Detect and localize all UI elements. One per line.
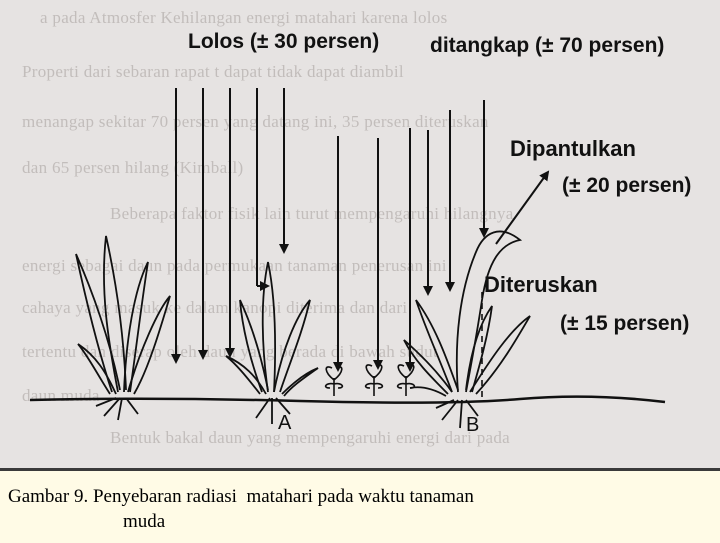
background-text-line: dan 65 persen hilang (Kimball) <box>22 158 244 177</box>
label-dipantulkan: Dipantulkan <box>510 136 636 161</box>
caption-bar: Gambar 9. Penyebaran radiasi matahari pa… <box>0 468 720 543</box>
background-text-line: energi sebagai daun pada permukaan tanam… <box>22 256 447 275</box>
grass-plant-left <box>75 235 171 421</box>
label-diteruskan-percent: (± 15 persen) <box>560 312 690 335</box>
caption-line-2: muda <box>123 510 166 532</box>
soil-line <box>29 395 666 404</box>
figure-caption: Gambar 9. Penyebaran radiasi matahari pa… <box>8 485 474 534</box>
label-lolos: Lolos (± 30 persen) <box>188 30 380 53</box>
scanned-figure: a pada Atmosfer Kehilangan energi mataha… <box>0 0 720 468</box>
background-text-line: a pada Atmosfer Kehilangan energi mataha… <box>40 8 448 27</box>
label-plant-b: B <box>466 414 480 436</box>
caption-line-1: Gambar 9. Penyebaran radiasi matahari pa… <box>8 486 474 507</box>
seedlings <box>324 364 416 396</box>
label-dipantulkan-percent: (± 20 persen) <box>562 174 692 197</box>
label-diteruskan: Diteruskan <box>484 272 598 297</box>
radiation-diagram <box>29 88 666 429</box>
background-text-line: Beberapa faktor fisik lain turut mempeng… <box>110 204 514 223</box>
reflected-arrow <box>495 170 550 245</box>
plant-a <box>225 261 319 424</box>
background-text-line: menangap sekitar 70 persen yang datang i… <box>22 112 489 131</box>
background-text-line: Properti dari sebaran rapat t dapat tida… <box>22 62 404 81</box>
label-ditangkap: ditangkap (± 70 persen) <box>430 34 665 57</box>
background-text-line: Bentuk bakal daun yang mempengaruhi ener… <box>110 428 511 447</box>
label-plant-a: A <box>278 412 292 434</box>
plant-b <box>403 230 531 429</box>
